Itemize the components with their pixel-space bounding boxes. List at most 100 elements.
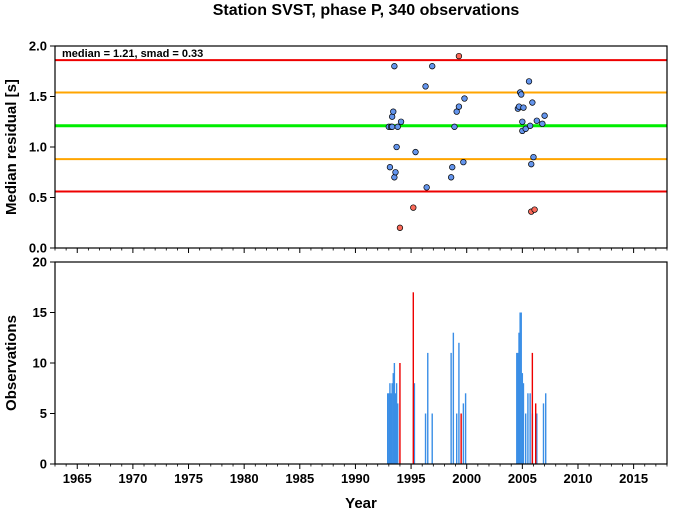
observation-bar	[424, 413, 427, 464]
observation-bar	[522, 383, 525, 464]
residual-point	[390, 108, 397, 115]
residual-point	[393, 143, 400, 151]
y-tick-label: 2.0	[29, 39, 47, 54]
residual-point	[529, 99, 536, 106]
residual-point	[389, 113, 396, 120]
residual-point	[533, 117, 540, 124]
observation-bar	[464, 393, 467, 464]
x-tick-label: 2015	[619, 471, 648, 486]
observation-bar	[458, 342, 460, 464]
residual-point	[539, 120, 546, 127]
residual-point	[455, 52, 463, 60]
observation-bar	[524, 413, 527, 464]
observation-bar	[529, 393, 531, 464]
x-tick-label: 2000	[452, 471, 481, 486]
x-axis-label: Year	[345, 495, 377, 511]
observation-bar	[427, 352, 429, 464]
residual-point	[460, 158, 467, 166]
x-tick-label: 1985	[285, 471, 314, 486]
residual-point	[520, 104, 527, 111]
residual-point	[530, 153, 537, 161]
x-tick-label: 1975	[174, 471, 203, 486]
observation-bar	[536, 413, 538, 464]
residual-point	[389, 123, 396, 130]
chart-title: Station SVST, phase P, 340 observations	[213, 2, 520, 19]
x-tick-label: 1965	[63, 471, 92, 486]
x-tick-label: 1970	[118, 471, 147, 486]
observation-bar	[455, 413, 458, 464]
observation-bar	[452, 332, 455, 464]
residual-point	[391, 174, 398, 181]
observation-bar	[516, 352, 518, 464]
residual-point	[429, 63, 436, 70]
y-tick-label: 5	[40, 406, 47, 421]
x-tick-label: 1980	[230, 471, 259, 486]
observation-bar	[520, 312, 522, 464]
x-tick-label: 2005	[508, 471, 537, 486]
observation-bar	[545, 393, 547, 464]
residual-point	[412, 148, 419, 156]
x-tick-label: 1995	[397, 471, 426, 486]
observation-bar	[462, 403, 465, 464]
observation-bar	[460, 413, 462, 464]
observation-bar	[389, 383, 391, 464]
residual-point	[410, 204, 417, 211]
observation-bar	[527, 393, 529, 464]
residual-point	[453, 108, 460, 115]
y-tick-label: 0.0	[29, 241, 47, 256]
residual-point	[528, 161, 535, 168]
top-y-axis-label: Median residual [s]	[3, 79, 20, 215]
y-tick-label: 0	[40, 457, 47, 472]
observation-bar	[394, 393, 397, 464]
top-plot-frame	[55, 46, 667, 248]
residual-point	[396, 224, 404, 231]
residual-point	[455, 103, 463, 110]
observation-bar	[393, 363, 396, 464]
residual-point	[449, 164, 456, 171]
residual-annotation: median = 1.21, smad = 0.33	[62, 48, 203, 60]
residual-point	[451, 123, 458, 130]
residual-point	[461, 95, 468, 102]
bottom-plot-frame	[55, 262, 667, 464]
observation-bar	[521, 373, 524, 464]
residual-point	[447, 174, 455, 181]
y-tick-label: 1.0	[29, 140, 47, 155]
residual-point	[518, 91, 525, 98]
bottom-y-axis-label: Observations	[3, 315, 20, 411]
observation-bar	[390, 393, 392, 464]
y-tick-label: 20	[33, 255, 47, 270]
residual-point	[394, 123, 401, 130]
top-panel: 0.00.51.01.52.0 median = 1.21, smad = 0.…	[3, 39, 668, 256]
residual-point	[392, 169, 399, 176]
y-tick-label: 10	[33, 356, 47, 371]
observation-bar	[412, 292, 414, 464]
observation-bar	[518, 332, 520, 464]
y-tick-label: 1.5	[29, 89, 47, 104]
residual-point	[423, 184, 430, 191]
residual-point	[541, 112, 548, 119]
observation-bar	[519, 312, 521, 464]
residual-point	[397, 118, 405, 125]
observation-bar	[531, 352, 534, 464]
observation-bar	[388, 393, 390, 464]
observation-bar	[431, 413, 433, 464]
residual-point	[525, 78, 533, 85]
residual-point	[531, 206, 538, 213]
x-tick-label: 2010	[564, 471, 593, 486]
residual-point	[386, 164, 394, 171]
observation-bar	[542, 403, 545, 464]
observation-bar	[391, 383, 393, 464]
residual-point	[519, 118, 526, 125]
observation-bar	[395, 383, 398, 464]
residual-point	[422, 83, 429, 90]
residual-point	[391, 63, 398, 70]
observation-bar	[450, 352, 452, 464]
observation-bar	[517, 352, 519, 464]
residual-point	[526, 122, 534, 129]
observation-bar	[392, 373, 394, 464]
observation-bar	[387, 393, 389, 464]
x-tick-label: 1990	[341, 471, 370, 486]
observation-bar	[413, 383, 416, 464]
